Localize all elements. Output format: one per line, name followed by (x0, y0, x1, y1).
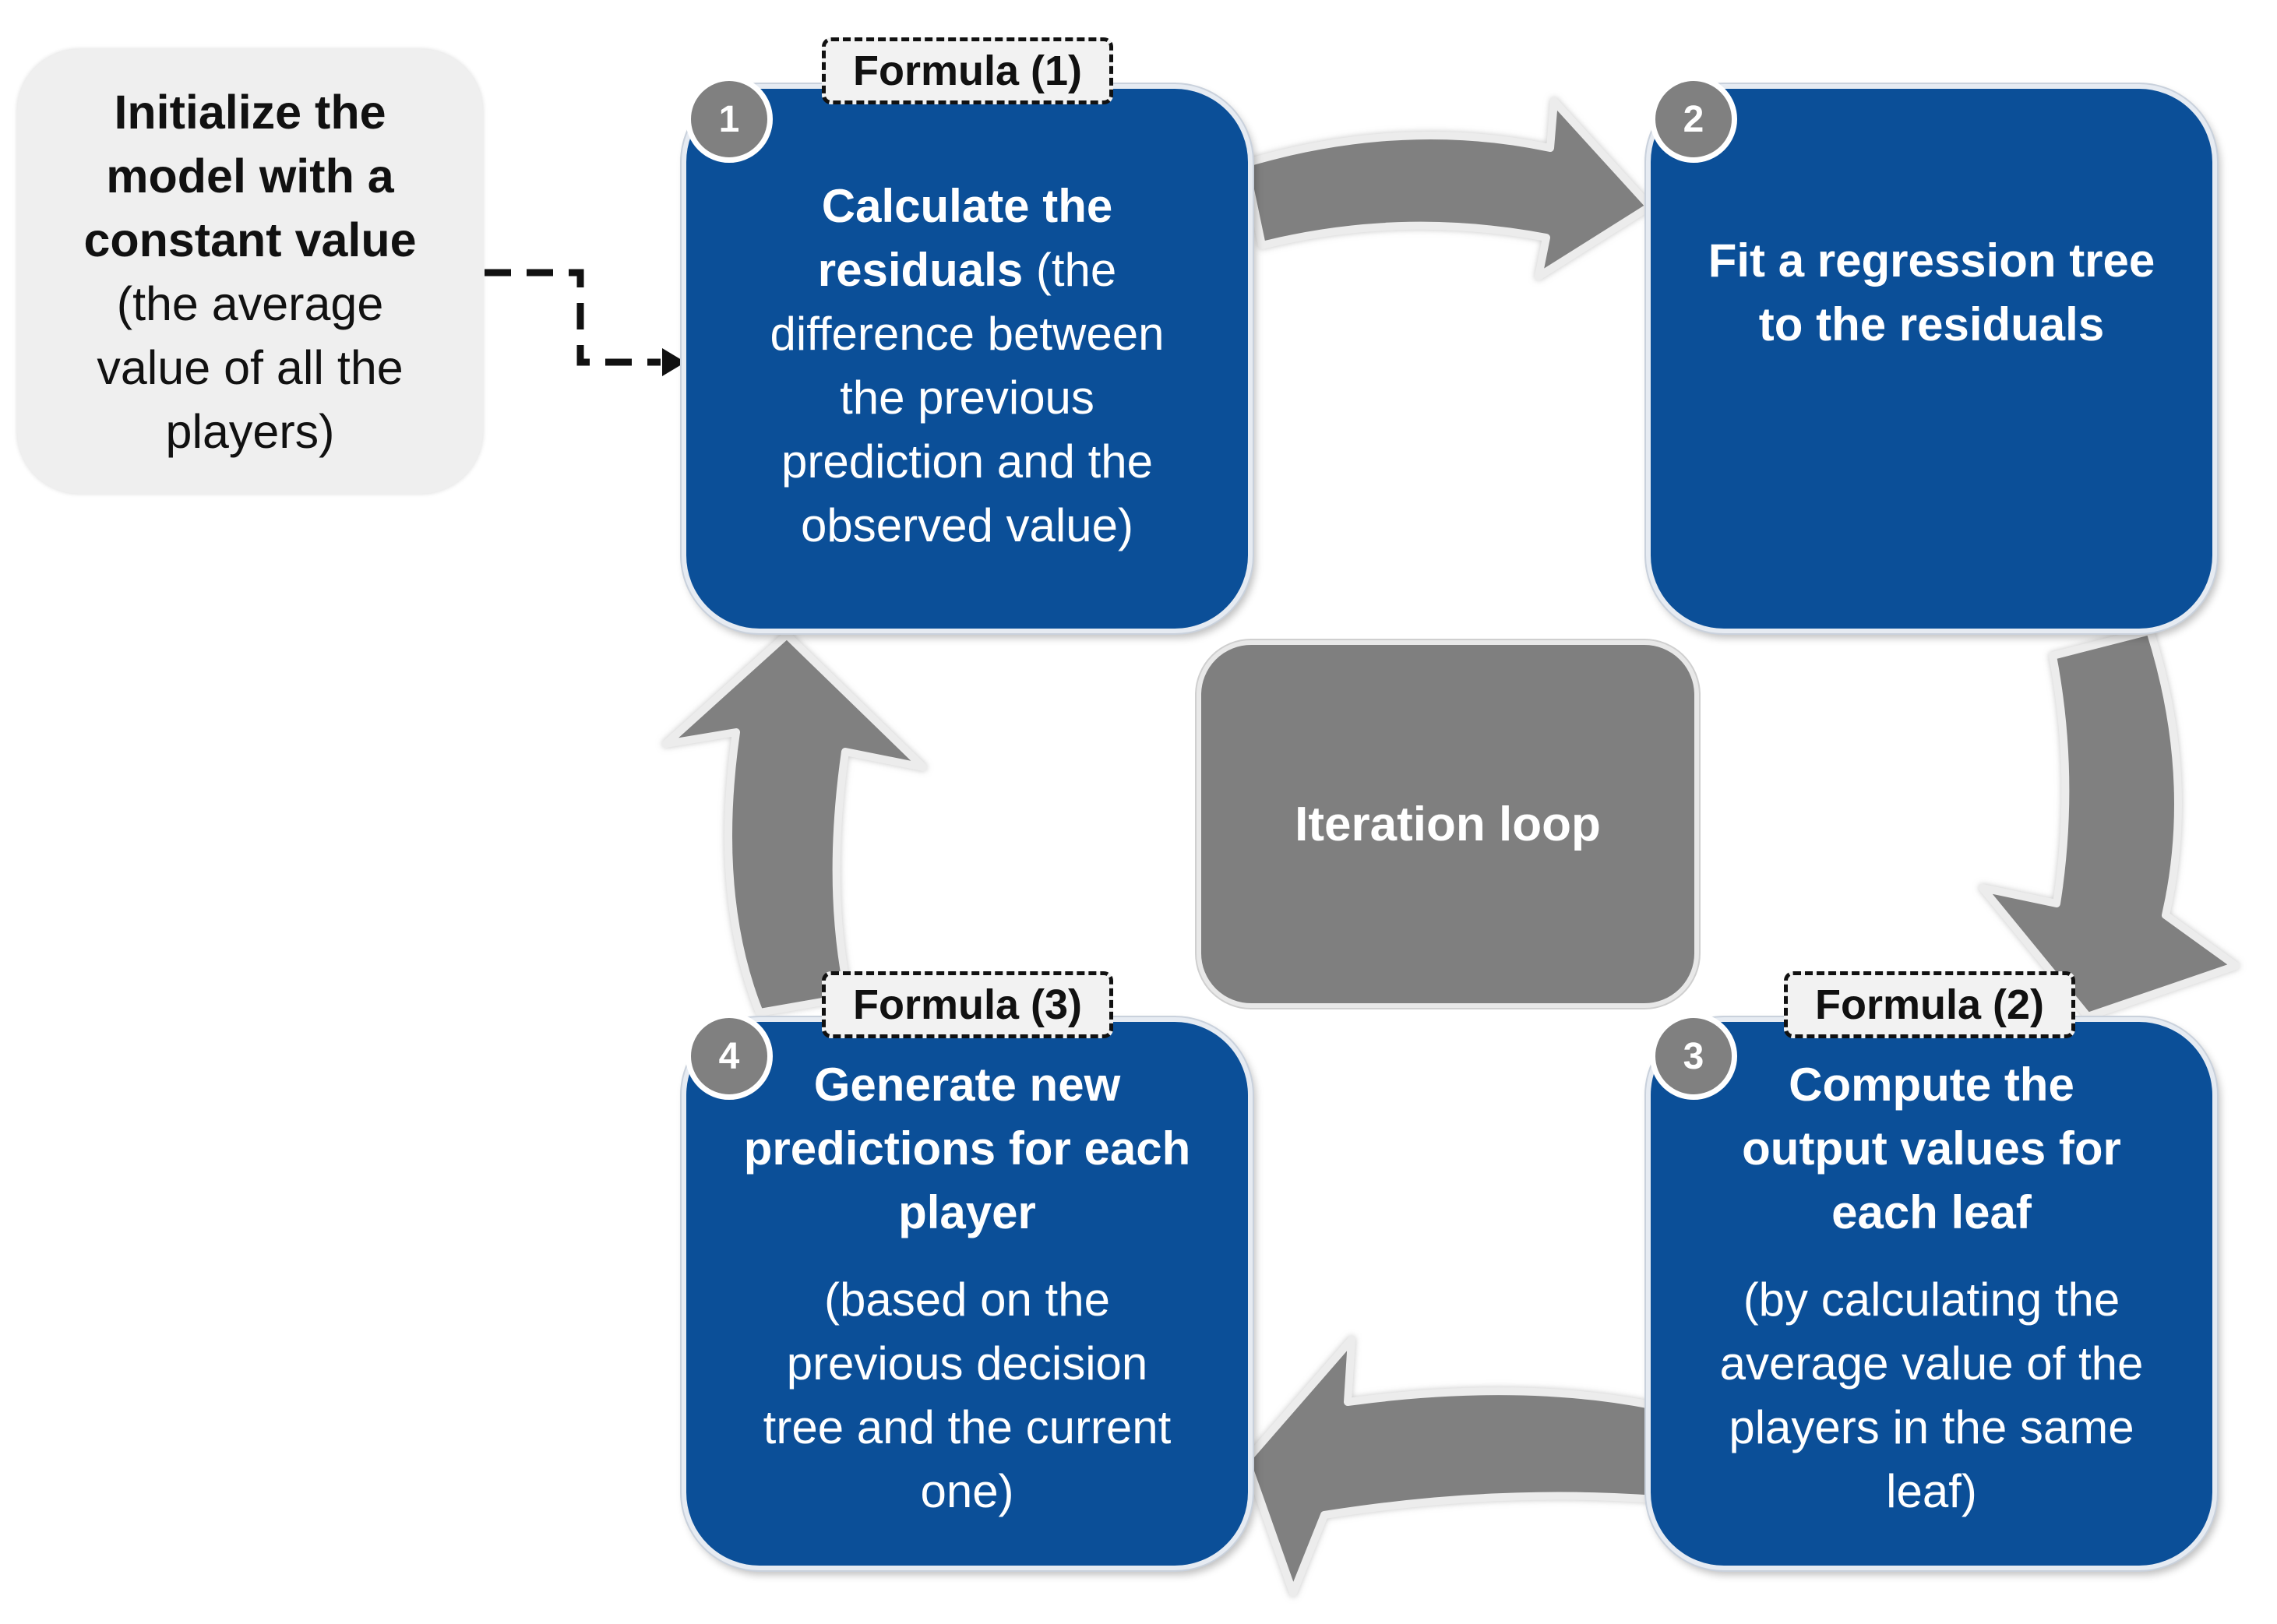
step1-plain-line-4: observed value) (801, 499, 1133, 551)
step3-bold-line-2: output values for (1742, 1122, 2121, 1175)
step3-compute-output-values-box: Compute the output values for each leaf … (1646, 1017, 2217, 1570)
step3-plain-line-1: (by calculating the (1743, 1273, 2120, 1326)
step1-calculate-residuals-box: Calculate the residuals (the difference … (682, 84, 1253, 633)
step1-plain-line-3: prediction and the (781, 435, 1153, 488)
init-bold-line-1: Initialize the (114, 85, 386, 139)
init-plain-line-1: (the average (116, 277, 384, 330)
step1-bold-line-1: Calculate the (821, 180, 1113, 232)
step4-plain-line-1: (based on the (824, 1273, 1110, 1326)
step1-residuals-word: residuals (817, 244, 1024, 296)
step1-mixed-line: residuals (the (709, 238, 1225, 302)
step4-plain-line-3: tree and the current (763, 1401, 1172, 1453)
step2-bold-line-1: Fit a regression tree (1708, 234, 2155, 287)
step4-plain-line-4: one) (920, 1465, 1014, 1517)
step1-residuals-suffix: (the (1023, 244, 1117, 296)
formula-1-tag: Formula (1) (822, 37, 1113, 104)
step1-plain-line-1: difference between (770, 308, 1165, 360)
step4-number-badge: 4 (686, 1013, 773, 1100)
step3-plain-line-4: leaf) (1886, 1465, 1977, 1517)
arrow-step4-to-step1 (662, 631, 927, 1016)
step1-plain-line-2: the previous (840, 372, 1094, 424)
step4-plain-line-2: previous decision (786, 1337, 1148, 1390)
step4-bold-line-2: predictions for each (743, 1122, 1191, 1175)
step2-fit-regression-tree-box: Fit a regression tree to the residuals (1646, 84, 2217, 633)
step3-number-badge: 3 (1650, 1013, 1737, 1100)
initialize-model-box: Initialize the model with a constant val… (17, 49, 483, 494)
init-to-step1-arrowhead (662, 348, 686, 376)
arrow-step2-to-step3 (1979, 627, 2240, 1020)
iteration-loop-label: Iteration loop (1197, 640, 1699, 1008)
formula-3-tag: Formula (3) (822, 971, 1113, 1038)
step2-bold-line-2: to the residuals (1758, 298, 2105, 351)
arrow-step3-to-step4 (1242, 1336, 1659, 1597)
arrow-step1-to-step2 (1241, 97, 1654, 280)
step1-number-badge: 1 (686, 76, 773, 163)
init-to-step1-connector (485, 269, 661, 366)
step3-plain-line-2: average value of the (1719, 1337, 2144, 1390)
step3-bold-line-1: Compute the (1789, 1059, 2074, 1111)
step3-bold-line-3: each leaf (1831, 1186, 2032, 1238)
formula-2-tag: Formula (2) (1784, 971, 2075, 1038)
step4-bold-line-3: player (898, 1186, 1036, 1238)
step4-bold-line-1: Generate new (813, 1059, 1121, 1111)
init-bold-line-3: constant value (83, 213, 417, 266)
step4-generate-predictions-box: Generate new predictions for each player… (682, 1017, 1253, 1570)
init-plain-line-2: value of all the (97, 340, 404, 394)
step3-plain-line-3: players in the same (1729, 1401, 2134, 1453)
init-plain-line-3: players) (165, 404, 335, 458)
step2-number-badge: 2 (1650, 76, 1737, 163)
init-bold-line-2: model with a (106, 149, 394, 203)
